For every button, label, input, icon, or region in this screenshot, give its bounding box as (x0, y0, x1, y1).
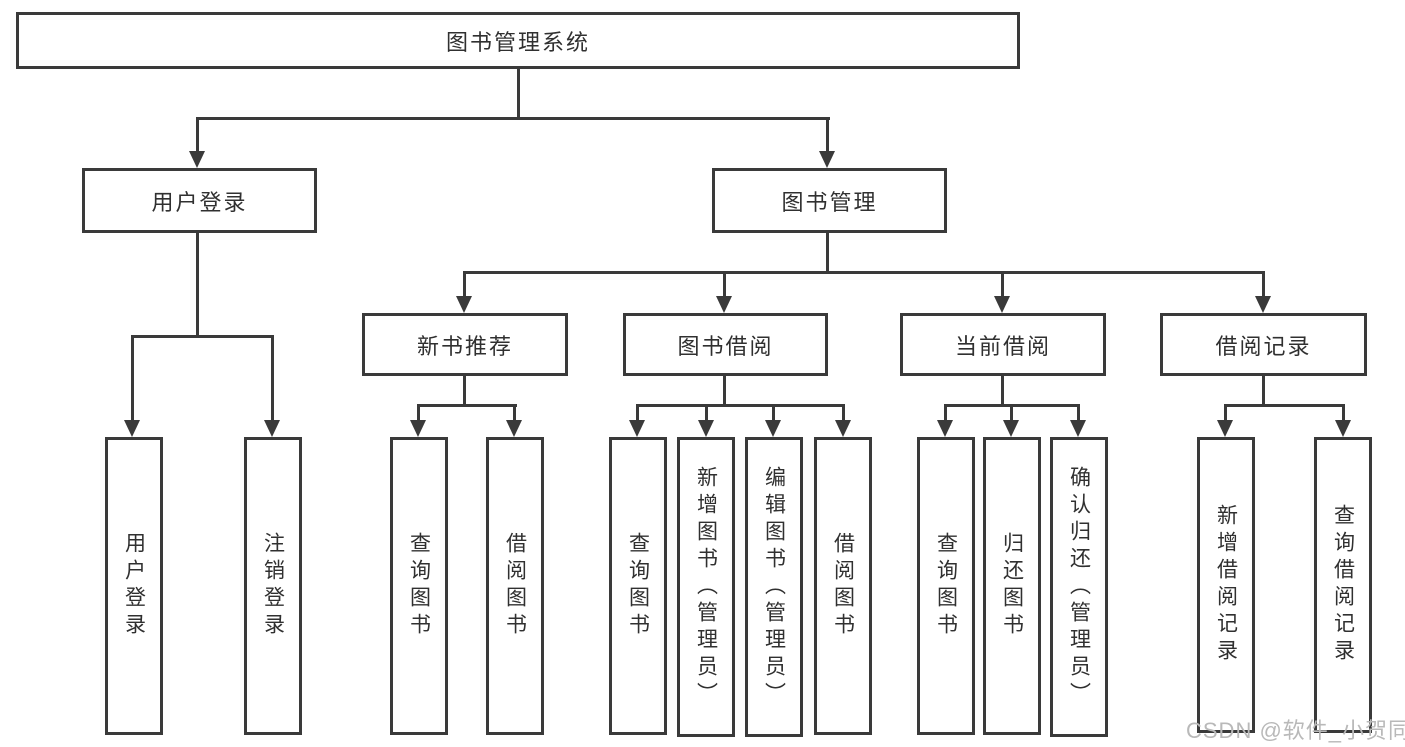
connector-line (636, 404, 845, 407)
connector-line (463, 376, 466, 407)
connector-line (131, 335, 274, 338)
connector-line (463, 271, 1265, 274)
arrow-down-icon (629, 420, 645, 437)
node-borrow-records: 借阅记录 (1160, 313, 1367, 376)
connector-line (826, 117, 829, 155)
leaf-user-login: 用户登录 (105, 437, 163, 735)
connector-line (723, 376, 726, 407)
node-new-book-recommend: 新书推荐 (362, 313, 568, 376)
leaf-query-books-borrow: 查询图书 (609, 437, 667, 735)
connector-line (271, 335, 274, 423)
node-new-book-recommend-label: 新书推荐 (416, 333, 513, 359)
connector-line (636, 404, 639, 424)
connector-line (517, 69, 520, 120)
node-root-label: 图书管理系统 (445, 29, 590, 55)
connector-line (131, 335, 134, 423)
connector-line (705, 404, 708, 424)
arrow-down-icon (994, 296, 1010, 313)
leaf-return-books: 归还图书 (983, 437, 1041, 735)
connector-line (1010, 404, 1013, 424)
node-book-borrow: 图书借阅 (623, 313, 828, 376)
connector-line (196, 117, 830, 120)
arrow-down-icon (1217, 420, 1233, 437)
leaf-query-books-recommend: 查询图书 (390, 437, 448, 735)
connector-line (826, 233, 829, 274)
arrow-down-icon (264, 420, 280, 437)
arrow-down-icon (716, 296, 732, 313)
connector-line (463, 271, 466, 299)
node-current-borrow: 当前借阅 (900, 313, 1106, 376)
connector-line (1001, 271, 1004, 299)
arrow-down-icon (937, 420, 953, 437)
connector-line (417, 404, 420, 424)
node-book-management: 图书管理 (712, 168, 947, 233)
leaf-add-books-admin: 新增图书（管理员） (677, 437, 735, 737)
arrow-down-icon (698, 420, 714, 437)
arrow-down-icon (819, 151, 835, 168)
connector-line (196, 233, 199, 338)
leaf-query-books-current: 查询图书 (917, 437, 975, 735)
connector-line (1224, 404, 1227, 424)
connector-line (1262, 271, 1265, 299)
node-user-login-label: 用户登录 (151, 189, 248, 215)
arrow-down-icon (506, 420, 522, 437)
node-root-system: 图书管理系统 (16, 12, 1020, 69)
arrow-down-icon (1003, 420, 1019, 437)
leaf-confirm-return-admin: 确认归还（管理员） (1050, 437, 1108, 737)
connector-line (944, 404, 947, 424)
connector-line (772, 404, 775, 424)
node-book-management-label: 图书管理 (781, 189, 878, 215)
leaf-edit-books-admin: 编辑图书（管理员） (745, 437, 803, 737)
connector-line (1342, 404, 1345, 424)
node-current-borrow-label: 当前借阅 (954, 333, 1051, 359)
connector-line (417, 404, 517, 407)
connector-line (1224, 404, 1344, 407)
arrow-down-icon (456, 296, 472, 313)
leaf-add-borrow-record: 新增借阅记录 (1197, 437, 1255, 733)
node-book-borrow-label: 图书借阅 (677, 333, 774, 359)
arrow-down-icon (189, 151, 205, 168)
arrow-down-icon (410, 420, 426, 437)
leaf-query-borrow-record: 查询借阅记录 (1314, 437, 1372, 733)
arrow-down-icon (1255, 296, 1271, 313)
connector-line (1262, 376, 1265, 407)
connector-line (1077, 404, 1080, 424)
connector-line (513, 404, 516, 424)
arrow-down-icon (1070, 420, 1086, 437)
connector-line (842, 404, 845, 424)
leaf-logout: 注销登录 (244, 437, 302, 735)
leaf-borrow-books: 借阅图书 (814, 437, 872, 735)
node-user-login: 用户登录 (82, 168, 317, 233)
arrow-down-icon (835, 420, 851, 437)
arrow-down-icon (124, 420, 140, 437)
csdn-watermark: CSDN @软件_小贺同学 (1186, 718, 1405, 743)
connector-line (723, 271, 726, 299)
leaf-borrow-books-recommend: 借阅图书 (486, 437, 544, 735)
connector-line (196, 117, 199, 155)
arrow-down-icon (1335, 420, 1351, 437)
arrow-down-icon (765, 420, 781, 437)
node-borrow-records-label: 借阅记录 (1215, 333, 1312, 359)
connector-line (1001, 376, 1004, 407)
